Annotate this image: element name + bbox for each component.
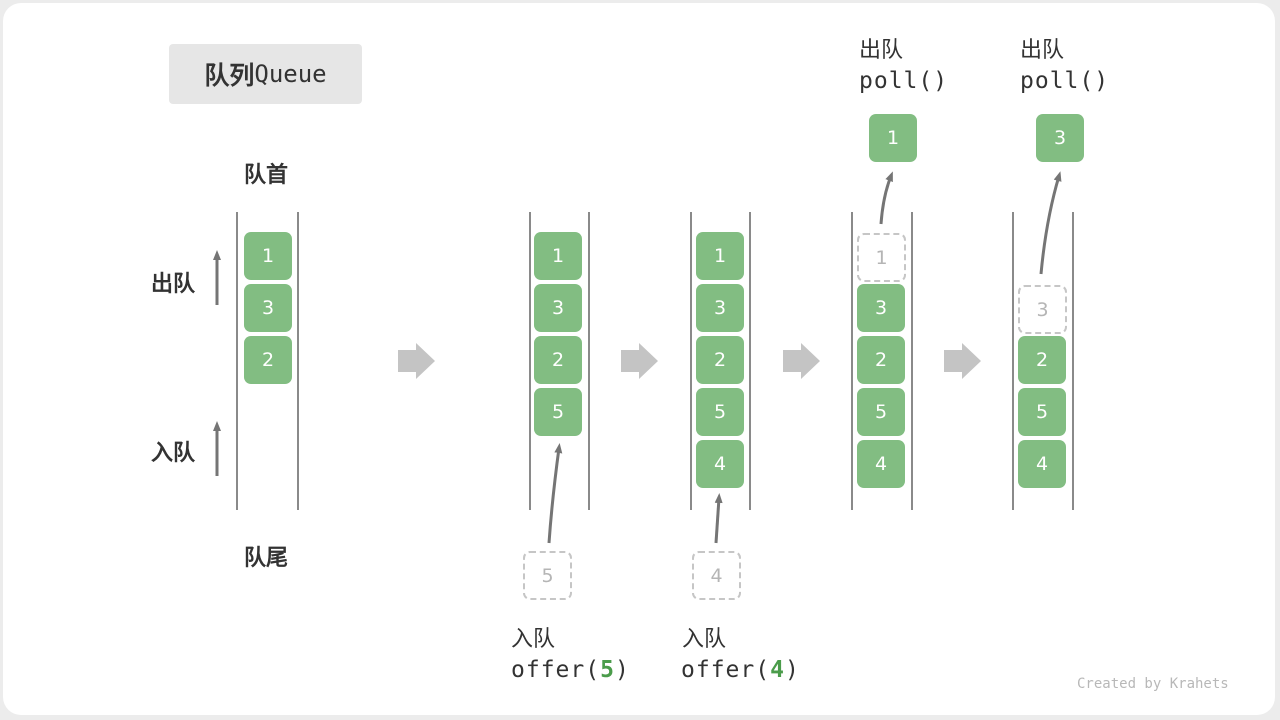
queue-1-incoming-node: 5 <box>523 551 572 600</box>
queue-2-node: 5 <box>696 388 744 436</box>
credit-text: Created by Krahets <box>1077 676 1229 692</box>
queue-2-node: 2 <box>696 336 744 384</box>
queue-3-op-label: 出队 <box>859 38 904 63</box>
queue-0-right-wall <box>297 212 299 510</box>
queue-2-node: 3 <box>696 284 744 332</box>
queue-1-right-wall <box>588 212 590 510</box>
queue-3-right-wall <box>911 212 913 510</box>
queue-2-right-wall <box>749 212 751 510</box>
queue-2-left-wall <box>690 212 692 510</box>
queue-3-left-wall <box>851 212 853 510</box>
title-zh: 队列 <box>204 61 255 90</box>
queue-2-incoming-node: 4 <box>692 551 741 600</box>
head-label: 队首 <box>244 163 289 188</box>
queue-3-popped-node: 1 <box>869 114 917 162</box>
queue-4-removed-slot: 3 <box>1018 285 1067 334</box>
queue-3-node: 2 <box>857 336 905 384</box>
enqueue-side-label: 入队 <box>151 441 196 466</box>
queue-1-node: 1 <box>534 232 582 280</box>
queue-4-op-label: 出队 <box>1020 38 1065 63</box>
queue-2-op-prefix: offer( <box>681 657 771 683</box>
diagram-card <box>3 3 1275 715</box>
queue-3-node: 5 <box>857 388 905 436</box>
queue-1-op-prefix: offer( <box>511 657 601 683</box>
queue-4-node: 5 <box>1018 388 1066 436</box>
dequeue-side-label: 出队 <box>151 272 196 297</box>
queue-2-op-suffix: ) <box>784 657 800 683</box>
queue-3-node: 3 <box>857 284 905 332</box>
queue-1-op-code: offer(5) <box>511 657 630 683</box>
tail-label: 队尾 <box>244 546 289 571</box>
queue-4-node: 2 <box>1018 336 1066 384</box>
queue-0-node: 1 <box>244 232 292 280</box>
diagram-title: 队列 Queue <box>169 44 362 104</box>
queue-1-node: 3 <box>534 284 582 332</box>
queue-3-node: 4 <box>857 440 905 488</box>
queue-1-op-arg: 5 <box>600 657 615 683</box>
queue-2-node: 4 <box>696 440 744 488</box>
queue-1-op-label: 入队 <box>511 627 556 652</box>
title-en: Queue <box>254 60 327 88</box>
queue-1-op-suffix: ) <box>614 657 630 683</box>
queue-0-left-wall <box>236 212 238 510</box>
queue-0-node: 2 <box>244 336 292 384</box>
queue-4-left-wall <box>1012 212 1014 510</box>
queue-3-removed-slot: 1 <box>857 233 906 282</box>
queue-4-popped-node: 3 <box>1036 114 1084 162</box>
queue-1-node: 5 <box>534 388 582 436</box>
queue-2-op-arg: 4 <box>770 657 785 683</box>
queue-2-op-label: 入队 <box>682 627 727 652</box>
queue-2-op-code: offer(4) <box>681 657 800 683</box>
queue-0-node: 3 <box>244 284 292 332</box>
queue-1-node: 2 <box>534 336 582 384</box>
queue-4-right-wall <box>1072 212 1074 510</box>
queue-3-op-code: poll() <box>859 68 949 94</box>
queue-4-node: 4 <box>1018 440 1066 488</box>
queue-4-op-code: poll() <box>1020 68 1110 94</box>
queue-2-node: 1 <box>696 232 744 280</box>
queue-1-left-wall <box>529 212 531 510</box>
